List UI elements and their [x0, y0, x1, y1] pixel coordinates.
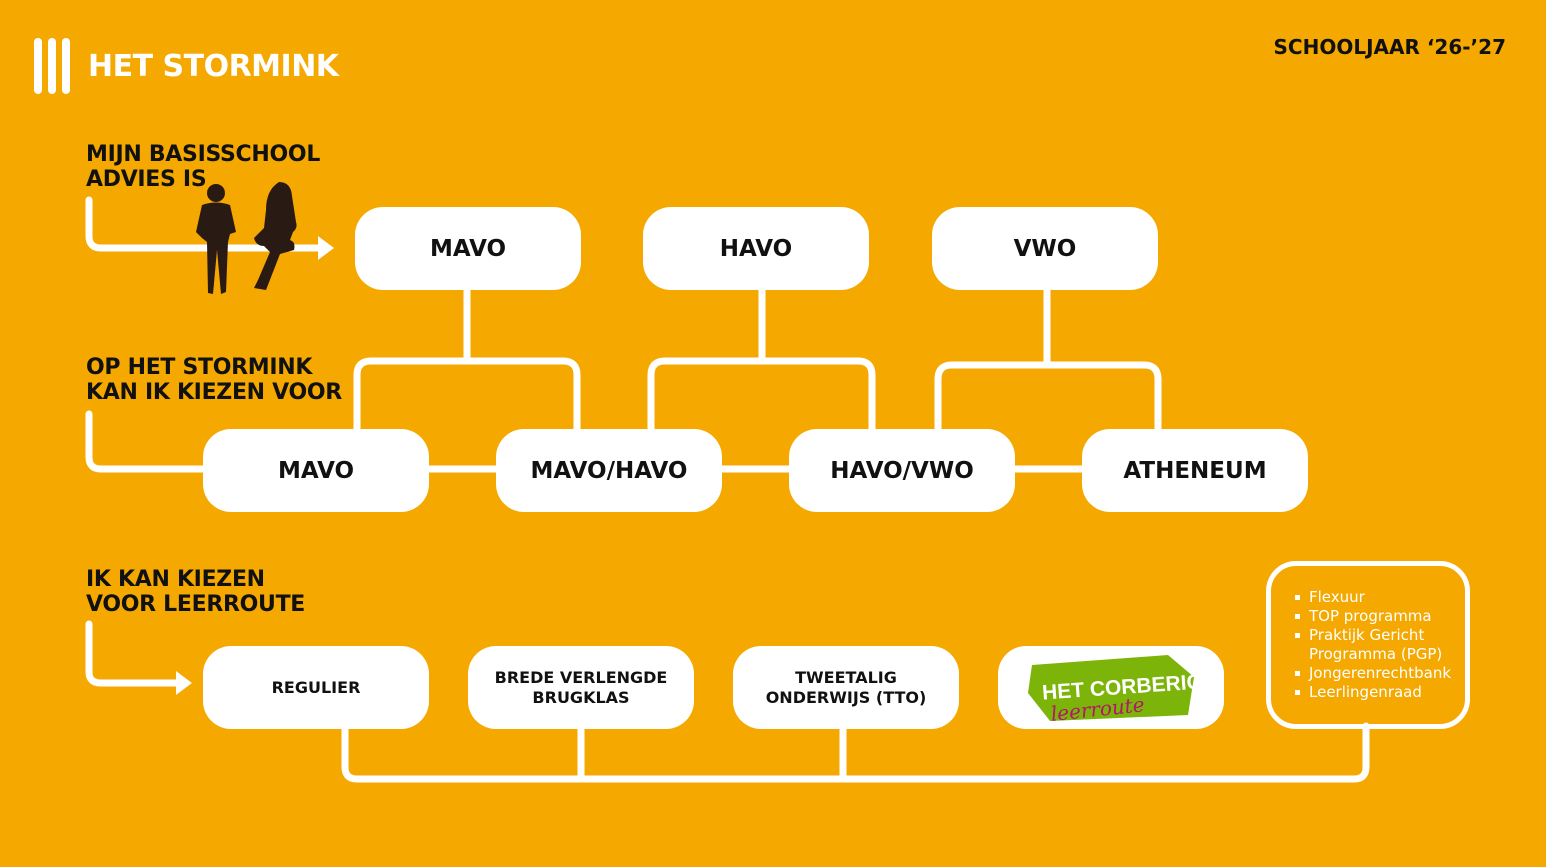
extras-item-top-programma: TOP programma — [1293, 607, 1465, 626]
advice-box-havo: HAVO — [643, 207, 869, 290]
route-label: IK KAN KIEZEN VOOR LEERROUTE — [86, 567, 306, 617]
brand-logo: HET STORMINK — [34, 38, 339, 94]
route-box-tto: TWEETALIG ONDERWIJS (TTO) — [733, 646, 959, 729]
choice-label: OP HET STORMINK KAN IK KIEZEN VOOR — [86, 355, 342, 405]
corberic-logo: HET CORBERIC leerroute — [1028, 655, 1196, 723]
option-box-atheneum: ATHENEUM — [1082, 429, 1308, 512]
students-silhouette-icon — [196, 182, 297, 294]
extras-item-jongerenrechtbank: Jongerenrechtbank — [1293, 664, 1465, 683]
option-box-havo-vwo: HAVO/VWO — [789, 429, 1015, 512]
school-year: SCHOOLJAAR ‘26-’27 — [1273, 35, 1507, 59]
advice-label: MIJN BASISSCHOOL ADVIES IS — [86, 142, 321, 192]
advice-box-vwo: VWO — [932, 207, 1158, 290]
route-box-brede-verlengde-brugklas: BREDE VERLENGDE BRUGKLAS — [468, 646, 694, 729]
stripes-icon — [34, 38, 70, 94]
extras-item-flexuur: Flexuur — [1293, 588, 1465, 607]
option-box-mavo: MAVO — [203, 429, 429, 512]
advice-box-mavo: MAVO — [355, 207, 581, 290]
extras-item-pgp: Praktijk Gericht Programma (PGP) — [1293, 626, 1465, 664]
brand-name: HET STORMINK — [88, 48, 339, 84]
corberic-badge-shape — [1028, 655, 1194, 721]
extras-panel: Flexuur TOP programma Praktijk Gericht P… — [1266, 561, 1470, 729]
extras-list: Flexuur TOP programma Praktijk Gericht P… — [1293, 588, 1465, 702]
option-box-mavo-havo: MAVO/HAVO — [496, 429, 722, 512]
route-box-regulier: REGULIER — [203, 646, 429, 729]
extras-item-leerlingenraad: Leerlingenraad — [1293, 683, 1465, 702]
